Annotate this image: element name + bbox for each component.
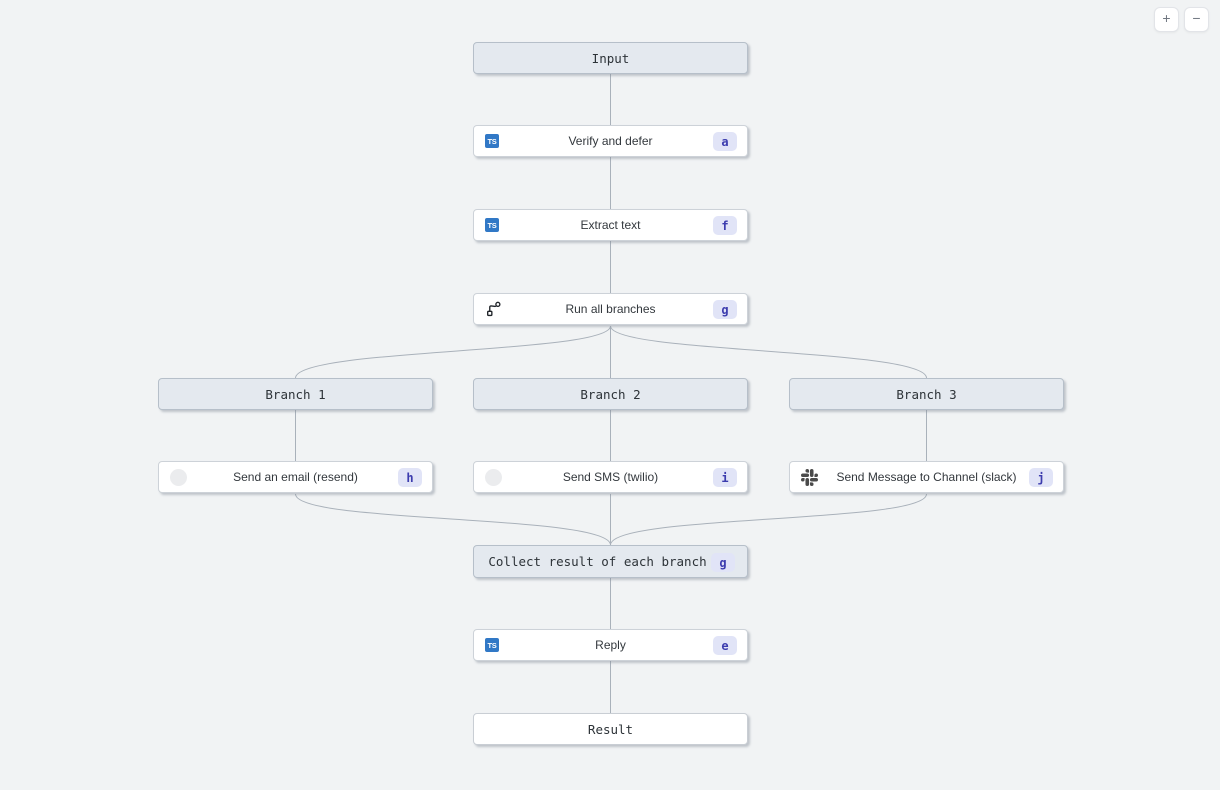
shortcut-badge: j [1029, 468, 1053, 487]
node-label: Run all branches [565, 302, 656, 316]
shortcut-badge: g [711, 553, 735, 572]
typescript-icon: TS [485, 630, 499, 660]
shortcut-badge: g [713, 300, 737, 319]
node-verify-and-defer[interactable]: TS Verify and defer a [473, 125, 748, 157]
node-label: Send SMS (twilio) [562, 470, 659, 484]
node-label: Result [587, 721, 634, 737]
shortcut-badge: e [713, 636, 737, 655]
node-send-slack[interactable]: Send Message to Channel (slack) j [789, 461, 1064, 493]
node-result[interactable]: Result [473, 713, 748, 745]
typescript-icon: TS [485, 126, 499, 156]
node-label: Reply [595, 638, 626, 652]
edge-email-collect [295, 493, 611, 546]
zoom-out-button[interactable]: − [1184, 7, 1209, 32]
shortcut-badge: f [713, 216, 737, 235]
node-label: Collect result of each branch [488, 554, 707, 569]
node-input[interactable]: Input [473, 42, 748, 74]
edge-slack-collect [610, 493, 927, 546]
node-reply[interactable]: TS Reply e [473, 629, 748, 661]
slack-icon [801, 462, 818, 492]
node-label: Branch 3 [896, 386, 957, 402]
git-branch-icon [485, 294, 503, 324]
node-label: Branch 1 [265, 386, 326, 402]
node-label: Input [591, 50, 630, 66]
edge-run-branch3 [610, 325, 927, 379]
node-run-all-branches[interactable]: Run all branches g [473, 293, 748, 325]
node-label: Extract text [580, 218, 641, 232]
node-send-sms-twilio[interactable]: Send SMS (twilio) i [473, 461, 748, 493]
node-extract-text[interactable]: TS Extract text f [473, 209, 748, 241]
zoom-in-button[interactable]: + [1154, 7, 1179, 32]
node-collect-result[interactable]: Collect result of each branch g [473, 545, 748, 578]
typescript-icon: TS [485, 210, 499, 240]
shortcut-badge: a [713, 132, 737, 151]
node-label: Send an email (resend) [233, 470, 358, 484]
node-send-email-resend[interactable]: Send an email (resend) h [158, 461, 433, 493]
resend-icon [170, 462, 187, 492]
zoom-controls: + − [1154, 7, 1209, 32]
node-label: Send Message to Channel (slack) [836, 470, 1017, 484]
shortcut-badge: h [398, 468, 422, 487]
shortcut-badge: i [713, 468, 737, 487]
node-label: Branch 2 [580, 386, 641, 402]
node-branch-1[interactable]: Branch 1 [158, 378, 433, 410]
node-branch-2[interactable]: Branch 2 [473, 378, 748, 410]
edge-run-branch1 [295, 325, 611, 379]
node-label: Verify and defer [568, 134, 653, 148]
twilio-icon [485, 462, 502, 492]
node-branch-3[interactable]: Branch 3 [789, 378, 1064, 410]
